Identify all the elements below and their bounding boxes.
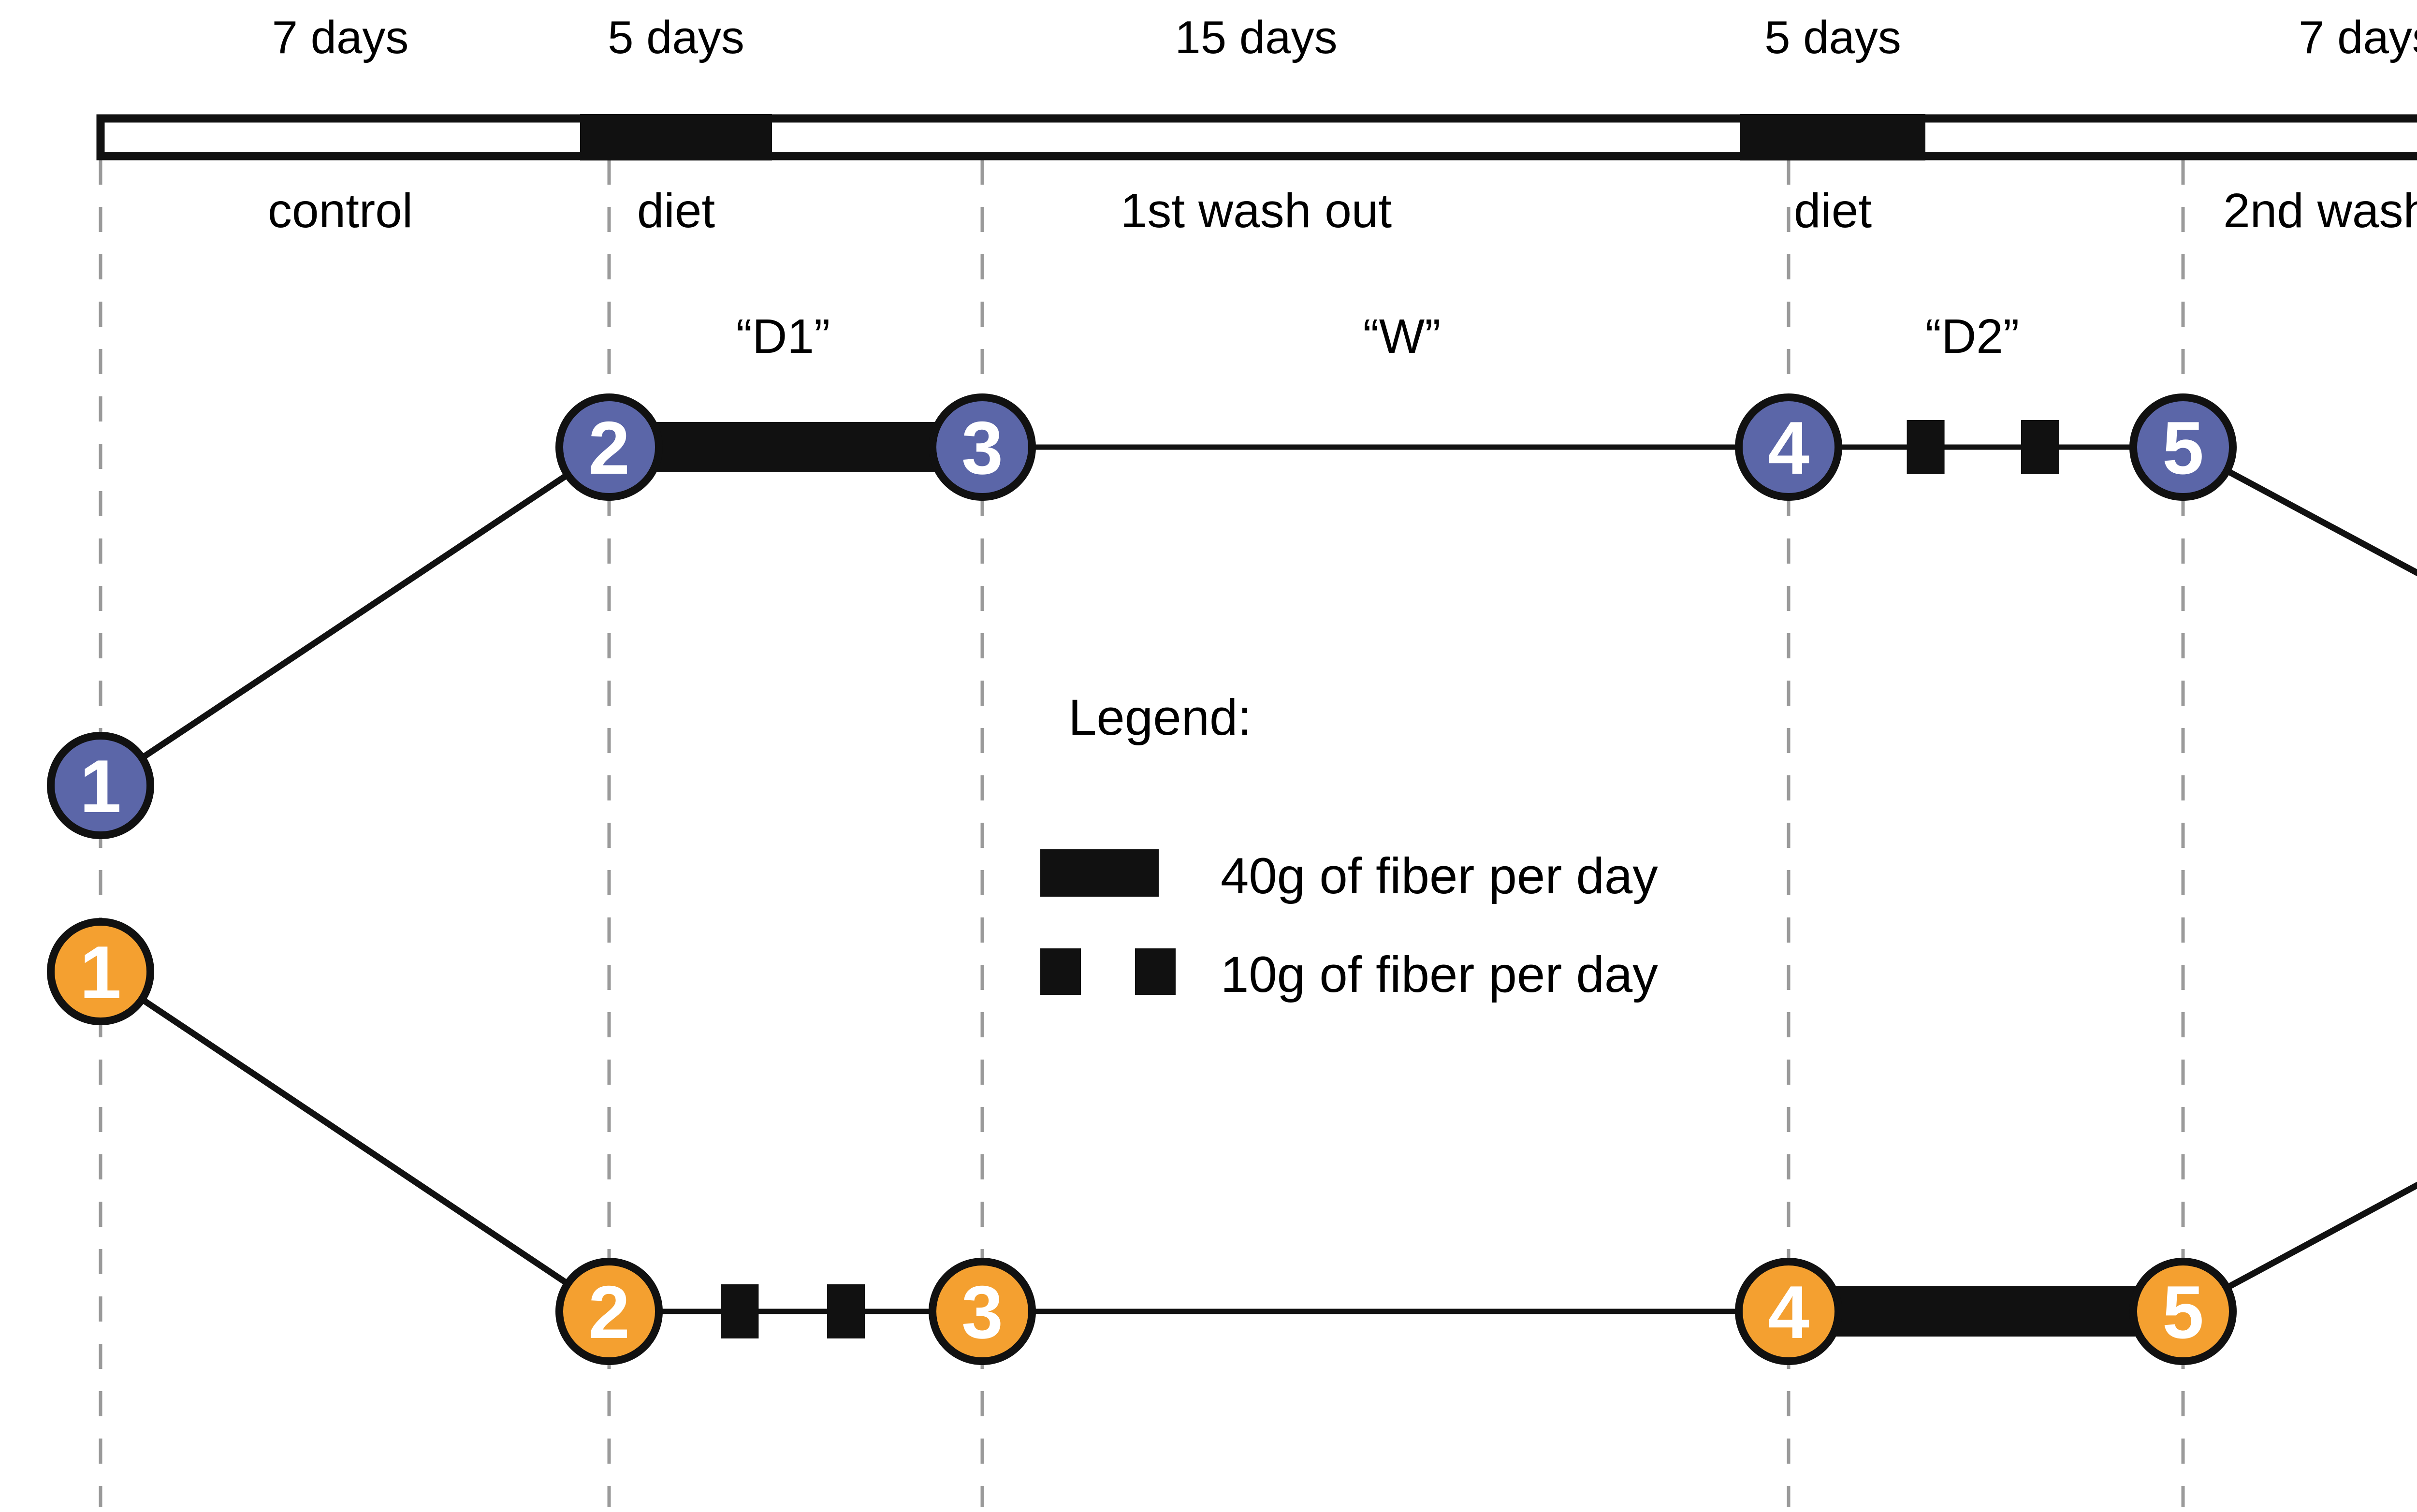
timeline-bar-outline — [96, 114, 2417, 160]
arm-blue-node-2: 2 — [555, 393, 663, 501]
period-days-control: 7 days — [272, 12, 409, 63]
arm-orange-node-circle-2 — [555, 1258, 663, 1365]
period-name-control: control — [268, 184, 413, 238]
arm-orange-node-circle-5 — [2129, 1258, 2237, 1365]
arm-orange-node-label-4: 4 — [1768, 1270, 1809, 1354]
period-name-washout2: 2nd wash out — [2223, 184, 2417, 238]
period-days-labels: 7 days 5 days 15 days 5 days 7 days — [272, 12, 2417, 63]
arm-blue-link-4-5-dash-2 — [2021, 420, 2059, 474]
arm-link-group — [140, 420, 2417, 1338]
arm-blue-link-4-5-dash-1 — [1907, 420, 1945, 474]
arm-orange-node-4: 4 — [1735, 1258, 1842, 1365]
arm-orange-node-label-5: 5 — [2162, 1270, 2204, 1354]
phase-code-d1: “D1” — [736, 309, 830, 363]
arm-blue-node-1: 1 — [47, 732, 154, 839]
phase-code-labels: “D1” “W” “D2” — [736, 309, 2019, 363]
arm-blue-node-label-3: 3 — [961, 406, 1003, 490]
legend: Legend: 40g of fiber per day 10g of fibe… — [1040, 689, 1658, 1003]
arm-orange-node-2: 2 — [555, 1258, 663, 1365]
arm-node-group: 123456123456 — [47, 393, 2237, 1365]
arm-blue-link-5-6 — [2225, 467, 2417, 577]
arm-blue-node-4: 4 — [1735, 393, 1842, 501]
phase-code-w: “W” — [1363, 309, 1441, 363]
arm-orange-node-circle-3 — [929, 1258, 1036, 1365]
arm-blue-node-3: 3 — [929, 393, 1036, 501]
arm-blue-node-circle-2 — [555, 393, 663, 501]
period-name-washout1: 1st wash out — [1121, 184, 1392, 238]
arm-orange-node-3: 3 — [929, 1258, 1036, 1365]
arm-blue-node-label-4: 4 — [1768, 406, 1809, 490]
arm-blue-node-label-2: 2 — [588, 406, 630, 490]
arm-blue-node-circle-3 — [929, 393, 1036, 501]
arm-orange-node-circle-1 — [47, 918, 154, 1025]
period-days-diet2: 5 days — [1764, 12, 1901, 63]
arm-blue-node-circle-1 — [47, 732, 154, 839]
arm-orange-link-1-2 — [140, 996, 569, 1287]
timeline-segment-diet2 — [1740, 114, 1925, 160]
arm-blue-node-label-5: 5 — [2162, 406, 2204, 490]
legend-swatch-solid-bar — [1040, 849, 1159, 897]
period-days-diet1: 5 days — [608, 12, 744, 63]
period-name-diet1: diet — [637, 184, 715, 238]
timeline-bar — [96, 114, 2417, 160]
arm-blue-node-5: 5 — [2129, 393, 2237, 501]
arm-orange-link-2-3-dash-1 — [721, 1284, 759, 1338]
phase-code-d2: “D2” — [1925, 309, 2019, 363]
period-days-washout1: 15 days — [1175, 12, 1337, 63]
legend-swatch-dotted-square-1 — [1040, 948, 1081, 995]
legend-label-10g: 10g of fiber per day — [1221, 946, 1658, 1003]
legend-title: Legend: — [1068, 689, 1252, 746]
arm-orange-link-5-6 — [2225, 1181, 2417, 1291]
arm-orange-node-label-1: 1 — [80, 930, 121, 1014]
period-days-washout2: 7 days — [2299, 12, 2417, 63]
arm-orange-node-circle-4 — [1735, 1258, 1842, 1365]
arm-orange-node-label-3: 3 — [961, 1270, 1003, 1354]
arm-blue-link-2-3 — [652, 422, 939, 472]
arm-orange-node-5: 5 — [2129, 1258, 2237, 1365]
arm-orange-link-4-5 — [1832, 1286, 2140, 1337]
period-name-diet2: diet — [1794, 184, 1872, 238]
arm-blue-node-circle-4 — [1735, 393, 1842, 501]
arm-blue-node-circle-5 — [2129, 393, 2237, 501]
arm-blue-link-1-2 — [140, 472, 569, 761]
legend-swatch-dotted-square-2 — [1135, 948, 1176, 995]
legend-label-40g: 40g of fiber per day — [1221, 848, 1658, 904]
period-name-labels: control diet 1st wash out diet 2nd wash out — [268, 184, 2417, 238]
arm-blue-node-label-1: 1 — [80, 744, 121, 828]
arm-orange-node-label-2: 2 — [588, 1270, 630, 1354]
timeline-segment-diet1 — [580, 114, 772, 160]
arm-orange-link-2-3-dash-2 — [827, 1284, 865, 1338]
arm-orange-node-1: 1 — [47, 918, 154, 1025]
